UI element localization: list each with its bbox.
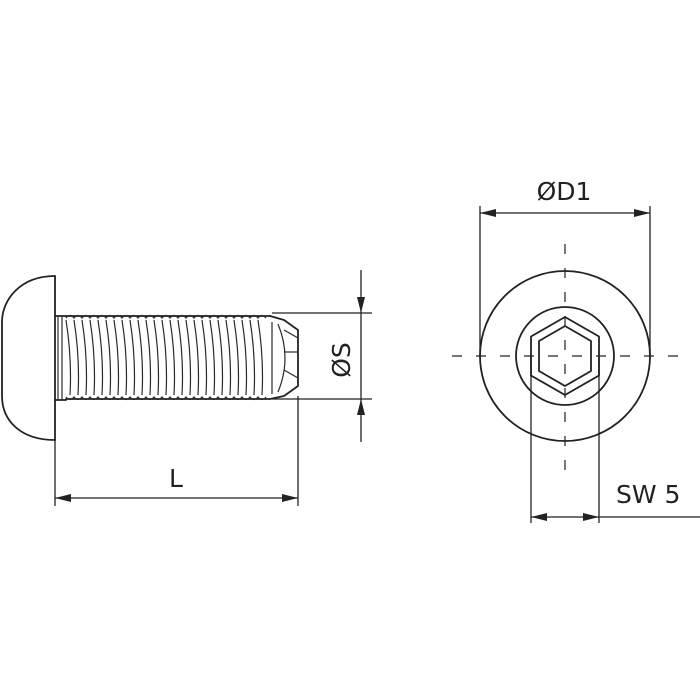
thread-crest-top: [65, 314, 267, 319]
screw-side-view: [1, 275, 299, 441]
screw-end-view: [452, 244, 690, 470]
dimension-head-diameter: ØD1: [479, 177, 651, 356]
hex-socket-inner: [538, 325, 592, 387]
shank-diameter-label: ØS: [327, 342, 356, 378]
drive-size-label: SW 5: [616, 480, 680, 509]
dimension-shank-diameter: ØS: [272, 270, 372, 442]
thread-crest-bottom: [65, 396, 267, 401]
thread-helix-lines: [65, 319, 264, 396]
screw-tip: [269, 315, 299, 400]
dimension-drive-size: SW 5: [530, 356, 700, 523]
dimension-length: L: [54, 396, 299, 506]
screw-head-dome: [1, 275, 56, 441]
drive-recess-circle: [515, 306, 615, 406]
hex-socket-outer: [530, 316, 600, 396]
length-label: L: [169, 464, 183, 493]
head-diameter-label: ØD1: [537, 177, 592, 206]
